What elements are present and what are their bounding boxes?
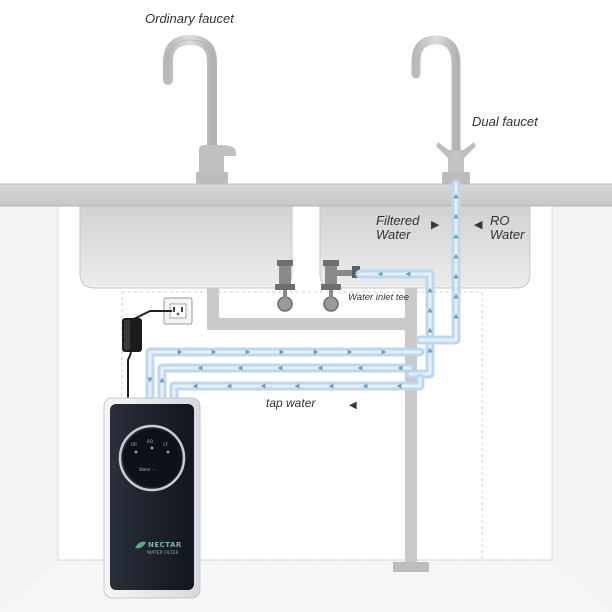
dual-faucet-icon: [411, 35, 476, 184]
flow-arrow-icon: [313, 349, 319, 355]
flow-arrow-icon: [147, 377, 153, 383]
dual-faucet-label: Dual faucet: [472, 114, 538, 129]
device-display-ring: [118, 424, 186, 492]
flow-arrow-icon: [328, 383, 334, 389]
device-status-text: Water · ·: [139, 467, 156, 472]
flow-arrow-icon: [453, 193, 459, 199]
flow-arrow-icon: [427, 287, 433, 293]
flow-arrow-icon: [260, 383, 266, 389]
flow-arrow-icon: [453, 233, 459, 239]
ro-water-line2: Water: [490, 227, 525, 242]
flow-arrow-icon: [226, 383, 232, 389]
leaf-logo-icon: [135, 541, 146, 549]
flow-arrows: [147, 193, 459, 389]
ro-filter-unit-icon: [103, 397, 201, 599]
drain-pipes: [207, 288, 429, 572]
device-indicator-cf: CF: [163, 442, 169, 447]
countertop: [0, 184, 612, 206]
flow-arrow-icon: [294, 383, 300, 389]
filtered-water-line2: Water: [376, 227, 411, 242]
flow-arrow-icon: [396, 383, 402, 389]
flow-arrow-icon: [381, 349, 387, 355]
flow-arrow-icon: [357, 365, 363, 371]
flow-arrow-icon: [192, 383, 198, 389]
flow-arrow-icon: [427, 307, 433, 313]
power-adapter-icon: [122, 318, 142, 352]
ro-water-label: RO Water: [490, 214, 524, 242]
device-indicator-ro: RO: [147, 439, 153, 444]
flow-arrow-icon: [453, 293, 459, 299]
ro-water-line1: RO: [490, 213, 510, 228]
flow-arrow-icon: [377, 271, 383, 277]
flow-arrow-icon: [211, 349, 217, 355]
device-subtitle: WATER FILTER: [147, 551, 179, 556]
cabinet-side-right: [552, 206, 612, 612]
ordinary-faucet-label: Ordinary faucet: [145, 11, 234, 26]
flow-arrow-icon: [362, 383, 368, 389]
valve-icon: [275, 260, 295, 312]
faucet-icon: [163, 34, 236, 184]
filtered-water-label: Filtered Water: [376, 214, 419, 242]
flow-arrow-icon: [245, 349, 251, 355]
tap-water-label: tap water: [266, 396, 316, 410]
flow-arrow-icon: [427, 347, 433, 353]
device-brand: NECTAR: [148, 541, 182, 549]
flow-arrow-icon: [453, 273, 459, 279]
sink-basin-right: [319, 205, 531, 289]
flow-arrow-icon: [427, 327, 433, 333]
flow-arrow-icon: [347, 349, 353, 355]
flow-arrow-icon: [453, 253, 459, 259]
flow-arrow-icon: [405, 271, 411, 277]
flow-arrow-icon: [277, 365, 283, 371]
arrow-to-filtered: ▶: [431, 219, 440, 231]
flow-arrow-icon: [317, 365, 323, 371]
flow-arrow-icon: [197, 365, 203, 371]
cabinet-side-left: [0, 206, 58, 612]
power-outlet-icon: [163, 297, 193, 325]
filtered-water-line1: Filtered: [376, 213, 420, 228]
flow-arrow-icon: [159, 377, 165, 383]
water-inlet-tee-label: Water inlet tee: [348, 292, 410, 303]
flow-arrow-icon: [453, 213, 459, 219]
flow-arrow-icon: [453, 313, 459, 319]
flow-arrow-icon: [237, 365, 243, 371]
flow-arrow-icon: [397, 365, 403, 371]
flow-arrow-icon: [177, 349, 183, 355]
flow-arrow-icon: [279, 349, 285, 355]
cabinet-floor: [0, 560, 612, 612]
arrow-to-ro: ◀: [474, 219, 483, 231]
sink-basin-left: [79, 205, 293, 289]
tap-water-arrow-icon: ◀: [349, 400, 357, 411]
device-indicator-or: OR: [131, 442, 137, 447]
